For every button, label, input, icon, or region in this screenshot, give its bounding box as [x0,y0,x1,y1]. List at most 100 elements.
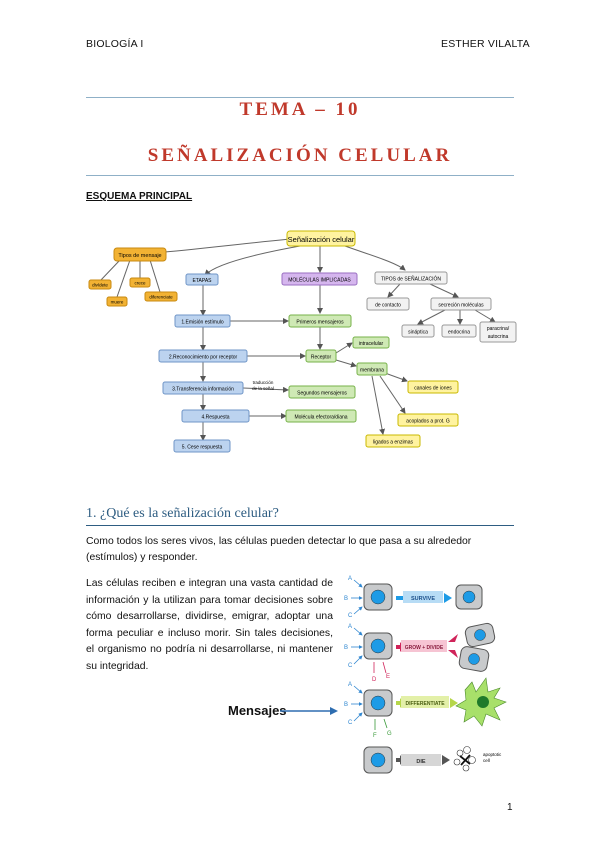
title-line-2: SEÑALIZACIÓN CELULAR [147,145,453,166]
svg-text:Tipos de mensaje: Tipos de mensaje [118,253,161,259]
svg-text:1.Emisión estímulo: 1.Emisión estímulo [181,320,223,326]
section-1-heading: 1. ¿Qué es la señalización celular? [86,506,279,521]
node-respuesta: 4.Respuesta [181,409,250,423]
node-crece: crece [129,277,151,288]
node-diferenciate: diferenciate [144,291,178,302]
node-reconocimiento: 2.Reconocimiento por receptor [158,349,248,363]
svg-text:B: B [344,702,348,708]
paragraph-2: Las células reciben e integran una vasta… [86,578,333,672]
svg-text:de la señal: de la señal [252,386,274,391]
node-divideo: divídete [88,279,112,290]
node-sinaptica: sináptica [401,324,435,338]
svg-text:E: E [386,674,390,680]
svg-text:Primeros mensajeros: Primeros mensajeros [296,320,344,326]
figure-row-differentiate: A B C F G DIFFERENTIATE [344,677,507,739]
svg-text:A: A [348,576,352,582]
mensajes-arrow [280,707,338,715]
section-1-rule [86,525,514,526]
svg-text:de contacto: de contacto [375,303,401,309]
svg-text:endocrina: endocrina [448,330,470,336]
node-intracelular: intracelular [352,336,390,349]
node-root: Señalización celular [286,230,356,247]
node-paracrina: paracrina/ autocrina [479,321,517,343]
svg-text:intracelular: intracelular [359,341,384,347]
title-bottom-rule [86,175,514,176]
node-acoplados: acoplados a prot. G [397,413,459,427]
svg-text:TIPOS de SEÑALIZACIÓN: TIPOS de SEÑALIZACIÓN [381,276,441,283]
svg-text:A: A [348,682,352,688]
svg-text:Receptor: Receptor [311,355,332,361]
svg-text:C: C [348,613,353,619]
svg-text:F: F [373,733,377,739]
svg-text:secreción moléculas: secreción moléculas [438,303,484,309]
title-top-rule [86,97,514,98]
header-right: ESTHER VILALTA [441,38,530,50]
svg-text:Segundos mensajeros: Segundos mensajeros [297,391,347,397]
svg-text:paracrina/: paracrina/ [487,326,510,332]
node-primeros: Primeros mensajeros [288,314,352,328]
figure-row-die: DIE apoptotic cell [363,746,502,774]
node-ligados: ligados a enzimas [365,434,421,448]
node-secrecion: secreción moléculas [430,297,492,311]
svg-text:G: G [387,731,392,737]
svg-text:sináptica: sináptica [408,330,428,336]
svg-text:acoplados a prot. G: acoplados a prot. G [406,419,450,425]
figure-row-survive: A B C SURVIVE [344,576,483,619]
svg-text:2.Reconocimiento por receptor: 2.Reconocimiento por receptor [169,355,238,361]
svg-text:Señalización celular: Señalización celular [288,235,355,244]
mensajes-label: Mensajes [228,703,287,718]
svg-text:C: C [348,663,353,669]
node-endocrina: endocrina [441,324,477,338]
svg-text:apoptotic: apoptotic [483,752,502,757]
svg-text:C: C [348,720,353,726]
node-molecula-efectora: Molécula efectora/diana [285,409,357,423]
node-canales: canales de iones [407,380,459,394]
connector-lines [99,238,496,441]
cell-signaling-figure: A B C SURVIVE A B C D E GROW + DIVIDE [344,576,507,774]
node-muere: muere [106,296,128,307]
svg-text:membrana: membrana [360,368,384,374]
svg-text:divídete: divídete [92,283,108,288]
node-tipos-mensaje: Tipos de mensaje [113,247,167,262]
svg-text:B: B [344,645,348,651]
node-etapas: ETAPAS [185,273,219,286]
node-contacto: de contacto [366,297,410,311]
paragraph-1: Como todos los seres vivos, las células … [86,536,472,563]
node-traduccion: traducción de la señal [252,380,274,391]
concept-map: Señalización celular Tipos de mensaje di… [88,230,517,453]
node-tipos-senal: TIPOS de SEÑALIZACIÓN [374,271,448,285]
svg-text:autocrina: autocrina [488,334,509,340]
svg-text:D: D [372,677,377,683]
svg-text:DIFFERENTIATE: DIFFERENTIATE [405,701,445,707]
node-moleculas: MOLÉCULAS IMPLICADAS [281,272,358,286]
svg-text:muere: muere [111,300,124,305]
svg-text:traducción: traducción [253,380,274,385]
node-emision: 1.Emisión estímulo [174,314,231,328]
svg-text:4.Respuesta: 4.Respuesta [201,415,229,421]
svg-text:Molécula efectora/diana: Molécula efectora/diana [294,415,347,421]
svg-text:5. Cese respuesta: 5. Cese respuesta [182,445,223,451]
node-segundos: Segundos mensajeros [288,385,356,399]
svg-text:cell: cell [483,758,490,763]
node-membrana: membrana [356,362,388,376]
svg-text:GROW + DIVIDE: GROW + DIVIDE [405,645,444,651]
svg-text:3.Transferencia información: 3.Transferencia información [172,387,234,393]
svg-text:DIE: DIE [416,759,426,765]
page-number: 1 [507,802,513,813]
header-left: BIOLOGÍA I [86,38,144,50]
svg-text:B: B [344,596,348,602]
figure-row-grow-divide: A B C D E GROW + DIVIDE [344,622,496,683]
esquema-label: ESQUEMA PRINCIPAL [86,191,193,202]
title-line-1: TEMA – 10 [239,99,361,120]
svg-text:canales de iones: canales de iones [414,386,452,392]
svg-text:A: A [348,624,352,630]
node-cese: 5. Cese respuesta [173,439,231,453]
svg-text:MOLÉCULAS IMPLICADAS: MOLÉCULAS IMPLICADAS [288,277,351,284]
svg-text:crece: crece [134,281,146,286]
svg-text:SURVIVE: SURVIVE [411,596,435,602]
svg-text:ligados a enzimas: ligados a enzimas [373,440,414,446]
svg-text:ETAPAS: ETAPAS [193,278,213,284]
node-receptor: Receptor [305,349,337,363]
svg-text:diferenciate: diferenciate [149,295,173,300]
node-transferencia: 3.Transferencia información [162,381,244,395]
